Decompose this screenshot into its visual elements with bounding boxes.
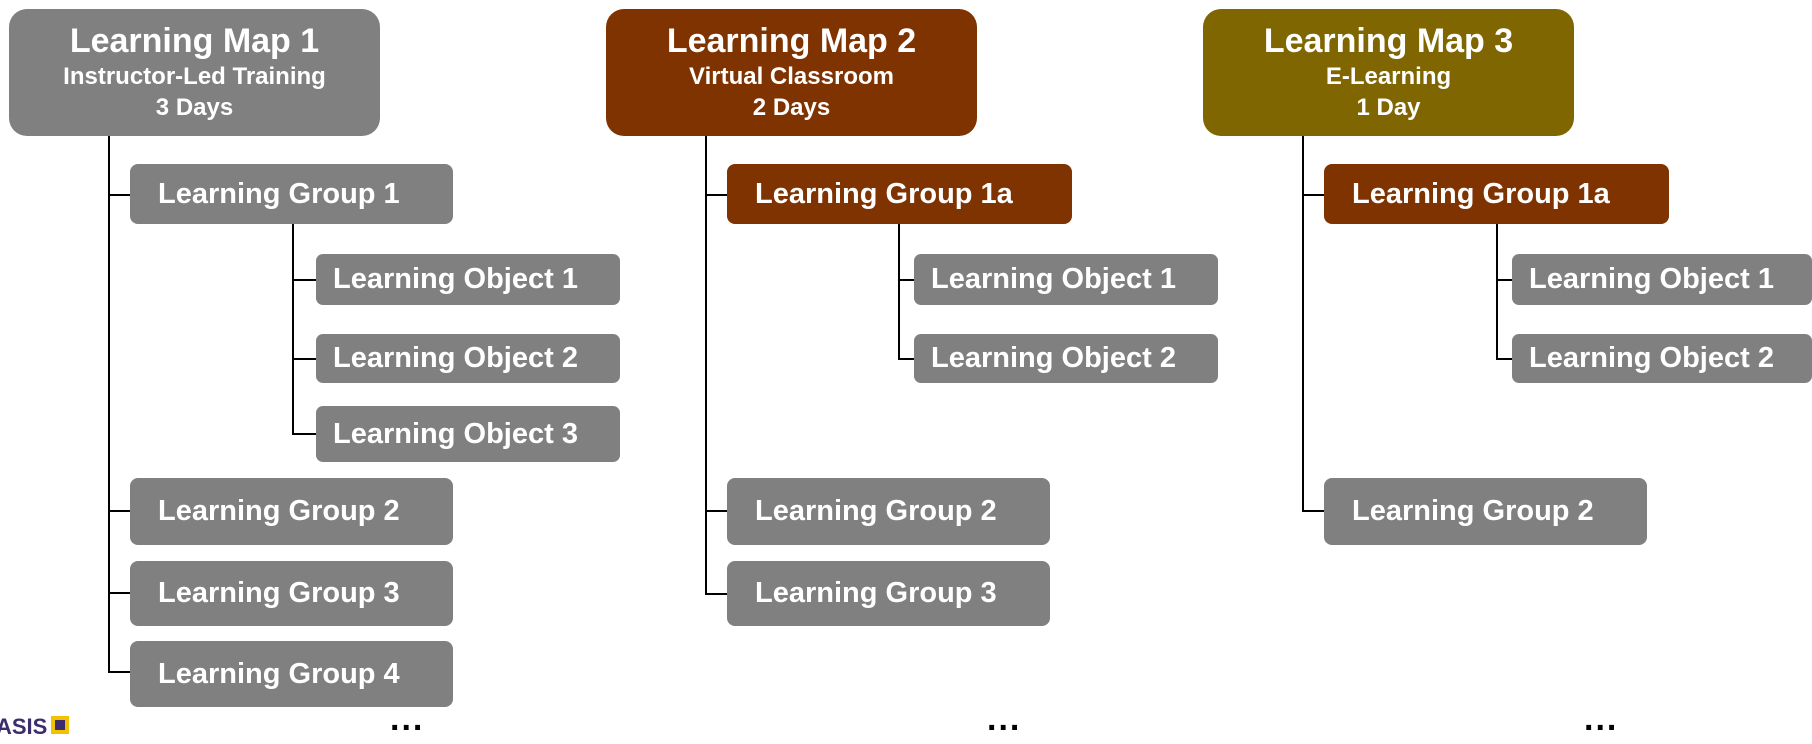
connector-line xyxy=(898,279,914,281)
learning-object-node: Learning Object 2 xyxy=(316,334,620,383)
connector-line xyxy=(292,358,316,360)
oasis-logo: ASIS xyxy=(0,710,84,744)
learning-group-node: Learning Group 2 xyxy=(1324,478,1647,545)
connector-line xyxy=(898,358,914,360)
connector-line xyxy=(705,593,727,595)
map-subtitle: E-Learning xyxy=(1325,62,1452,90)
learning-group-node: Learning Group 3 xyxy=(727,561,1050,626)
connector-line xyxy=(108,510,130,512)
learning-object-node: Learning Object 1 xyxy=(316,254,620,305)
learning-group-node: Learning Group 1a xyxy=(1324,164,1669,224)
learning-object-node: Learning Object 2 xyxy=(1512,334,1812,383)
learning-object-node: Learning Object 1 xyxy=(914,254,1218,305)
logo-text: ASIS xyxy=(0,714,47,739)
learning-group-node: Learning Group 2 xyxy=(130,478,453,545)
learning-group-node: Learning Group 4 xyxy=(130,641,453,707)
learning-group-node: Learning Group 2 xyxy=(727,478,1050,545)
connector-line xyxy=(1496,358,1512,360)
connector-line xyxy=(1496,222,1498,360)
connector-line xyxy=(108,592,130,594)
learning-map-1: Learning Map 1 Instructor-Led Training 3… xyxy=(9,9,380,136)
ellipsis: ... xyxy=(390,700,425,738)
connector-line xyxy=(898,222,900,360)
map-subtitle: Virtual Classroom xyxy=(689,62,894,90)
logo-graphic: ASIS xyxy=(0,710,84,744)
learning-object-node: Learning Object 2 xyxy=(914,334,1218,383)
connector-line xyxy=(1496,279,1512,281)
ellipsis: ... xyxy=(1584,700,1619,738)
connector-line xyxy=(108,194,130,196)
connector-line xyxy=(292,222,294,435)
connector-line xyxy=(108,135,110,672)
learning-map-2: Learning Map 2 Virtual Classroom 2 Days xyxy=(606,9,977,136)
connector-line xyxy=(705,510,727,512)
connector-line xyxy=(1302,194,1324,196)
connector-line xyxy=(705,194,727,196)
learning-object-node: Learning Object 3 xyxy=(316,406,620,462)
connector-line xyxy=(1302,510,1324,512)
map-subtitle: Instructor-Led Training xyxy=(63,62,326,90)
learning-object-node: Learning Object 1 xyxy=(1512,254,1812,305)
connector-line xyxy=(108,671,130,673)
map-duration: 2 Days xyxy=(752,94,831,122)
map-title: Learning Map 3 xyxy=(1263,21,1514,60)
learning-group-node: Learning Group 1a xyxy=(727,164,1072,224)
map-duration: 3 Days xyxy=(155,94,234,122)
connector-line xyxy=(1302,135,1304,512)
learning-group-node: Learning Group 3 xyxy=(130,561,453,626)
connector-line xyxy=(292,279,316,281)
connector-line xyxy=(705,135,707,595)
map-duration: 1 Day xyxy=(1356,94,1421,122)
learning-group-node: Learning Group 1 xyxy=(130,164,453,224)
ellipsis: ... xyxy=(987,700,1022,738)
learning-map-3: Learning Map 3 E-Learning 1 Day xyxy=(1203,9,1574,136)
connector-line xyxy=(292,433,316,435)
map-title: Learning Map 1 xyxy=(69,21,320,60)
map-title: Learning Map 2 xyxy=(666,21,917,60)
